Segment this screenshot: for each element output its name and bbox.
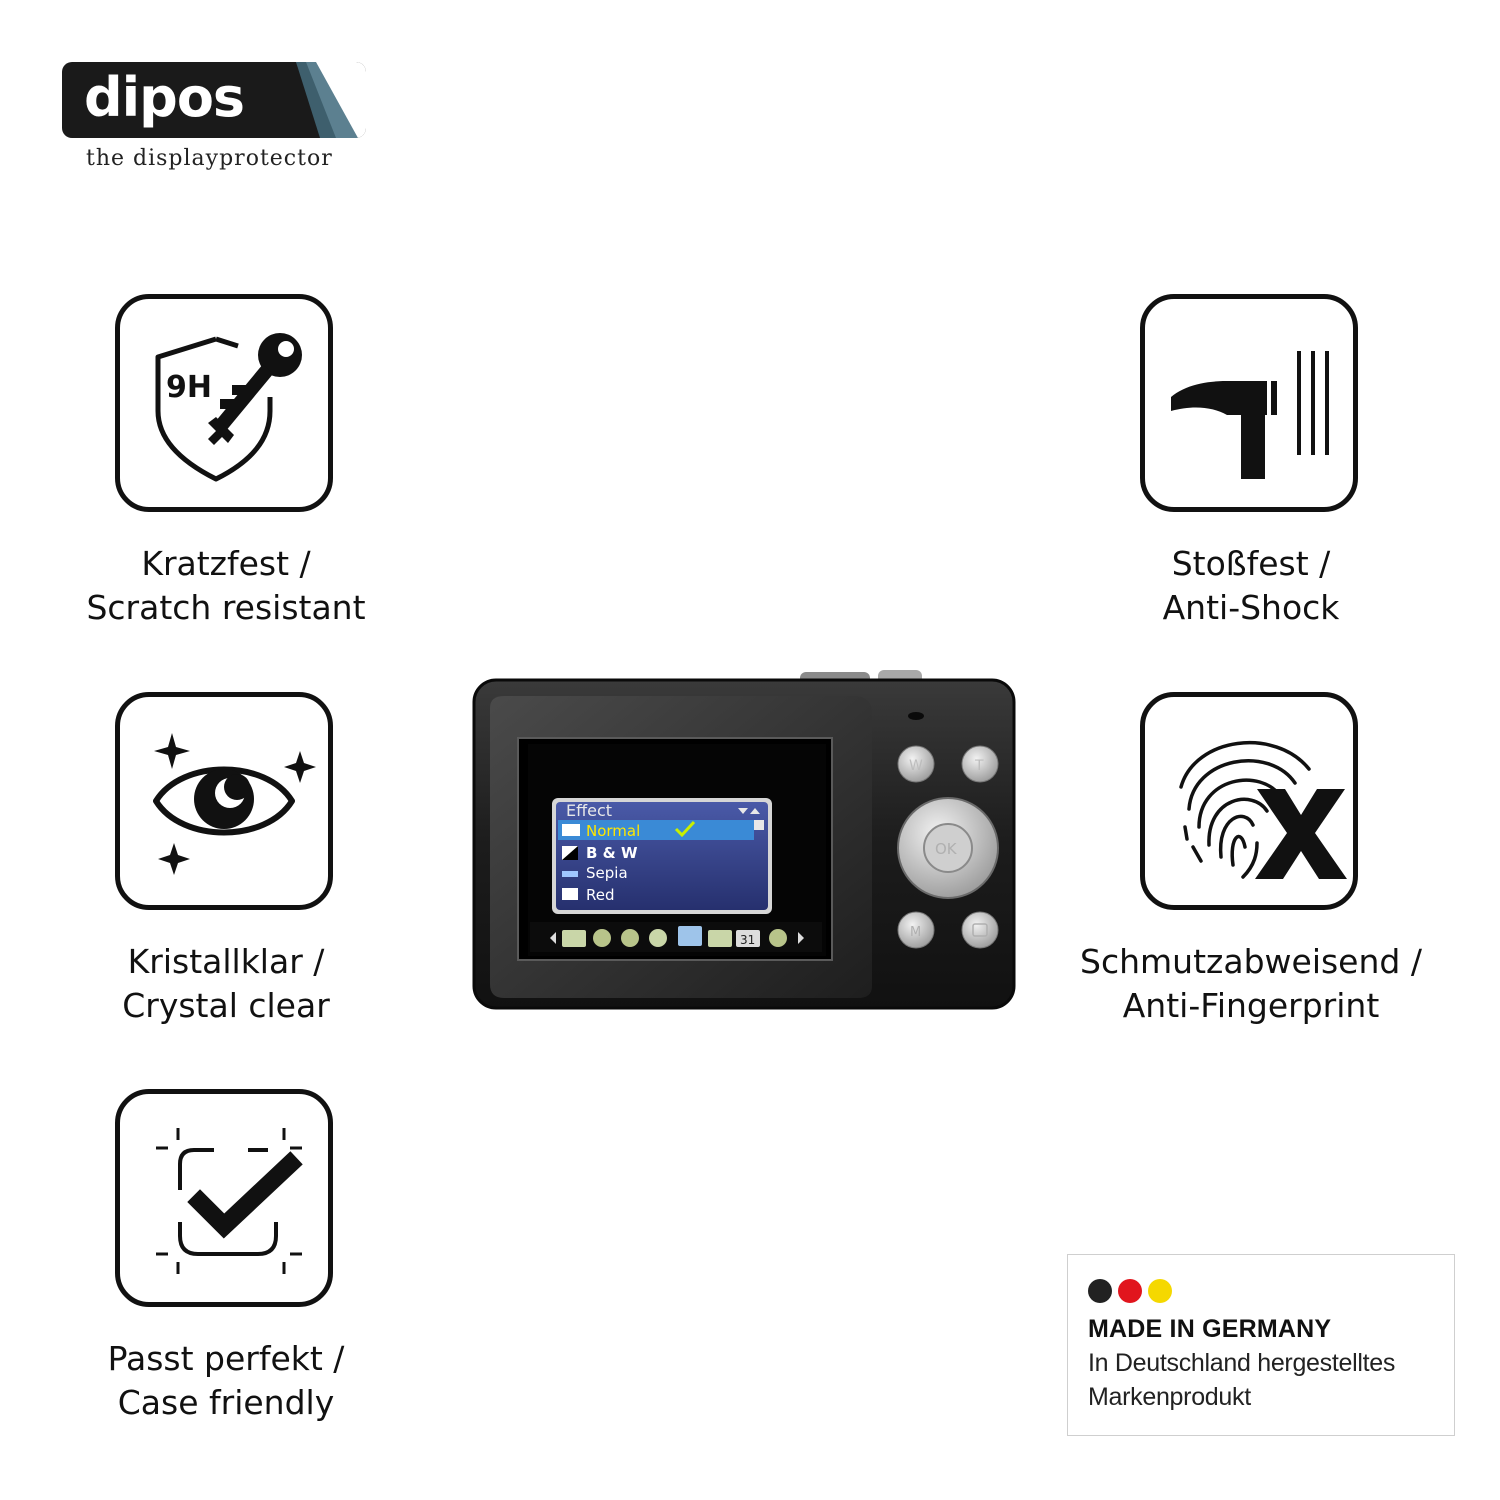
- page-fold-icon: [296, 62, 366, 138]
- ok-button-label: OK: [935, 840, 958, 858]
- mode-button-label: M: [910, 925, 921, 940]
- logo-wordmark: dipos: [84, 66, 245, 129]
- menu-option-red: Red: [586, 886, 615, 904]
- feature-label-de: Kratzfest /: [141, 544, 311, 583]
- made-in-line-1: In Deutschland hergestelltes: [1088, 1349, 1396, 1377]
- hardness-label: 9H: [166, 370, 212, 405]
- zoom-tele-label: T: [974, 758, 984, 774]
- feature-tile-case: [115, 1089, 333, 1307]
- zoom-wide-label: W: [909, 758, 923, 774]
- hammer-impact-icon: [1171, 351, 1329, 479]
- feature-label-en: Scratch resistant: [86, 588, 366, 627]
- menu-title: Effect: [566, 801, 612, 820]
- feature-tile-scratch: 9H: [115, 294, 333, 512]
- feature-label-de: Stoßfest /: [1171, 544, 1331, 583]
- feature-label-de: Passt perfekt /: [107, 1339, 345, 1378]
- feature-caption-case: Passt perfekt / Case friendly: [6, 1337, 446, 1425]
- feature-tile-shock: [1140, 294, 1358, 512]
- camera-back-illustration: Effect Normal B & W Sepia Red 31 W T OK …: [472, 670, 1016, 1010]
- feature-label-de: Schmutzabweisend /: [1080, 942, 1422, 981]
- menu-option-normal: Normal: [586, 822, 640, 840]
- made-in-line-2: Markenprodukt: [1088, 1383, 1251, 1411]
- feature-tile-fingerprint: [1140, 692, 1358, 910]
- feature-label-en: Anti-Shock: [1162, 588, 1340, 627]
- fingerprint-x-icon: [1179, 740, 1347, 879]
- feature-label-en: Case friendly: [117, 1383, 335, 1422]
- feature-caption-shock: Stoßfest / Anti-Shock: [1031, 542, 1471, 630]
- feature-label-en: Crystal clear: [122, 986, 330, 1025]
- logo-tagline: the displayprotector: [86, 146, 333, 171]
- feature-caption-clear: Kristallklar / Crystal clear: [6, 940, 446, 1028]
- date-icon-label: 31: [740, 933, 755, 947]
- logo-badge: dipos: [62, 62, 366, 138]
- shield-key-9h-icon: 9H: [155, 333, 302, 482]
- feature-caption-fingerprint: Schmutzabweisend / Anti-Fingerprint: [1031, 940, 1471, 1028]
- brand-logo: dipos the displayprotector: [62, 62, 368, 178]
- flag-dot-black: [1088, 1279, 1112, 1303]
- flag-dot-gold: [1148, 1279, 1172, 1303]
- feature-label-de: Kristallklar /: [127, 942, 325, 981]
- flag-dots: [1088, 1279, 1178, 1303]
- flag-dot-red: [1118, 1279, 1142, 1303]
- feature-label-en: Anti-Fingerprint: [1122, 986, 1380, 1025]
- frame-checkmark-icon: [156, 1128, 303, 1274]
- feature-caption-scratch: Kratzfest / Scratch resistant: [6, 542, 446, 630]
- made-in-title: MADE IN GERMANY: [1088, 1315, 1332, 1343]
- menu-option-bw: B & W: [586, 844, 638, 862]
- menu-option-sepia: Sepia: [586, 864, 628, 882]
- feature-tile-clear: [115, 692, 333, 910]
- eye-sparkle-icon: [153, 733, 316, 875]
- made-in-germany-badge: MADE IN GERMANY In Deutschland hergestel…: [1067, 1254, 1455, 1436]
